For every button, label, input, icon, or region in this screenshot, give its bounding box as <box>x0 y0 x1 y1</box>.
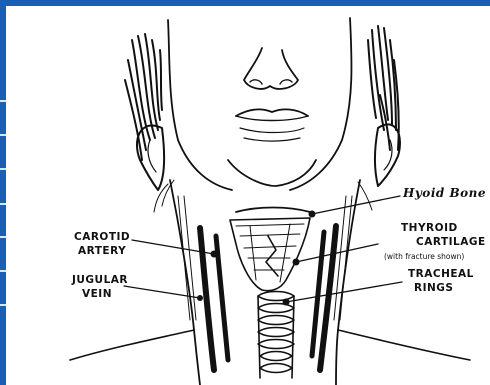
shoulder-right <box>338 330 470 360</box>
pointer-lines <box>124 196 402 302</box>
label-jugular-line2: VEIN <box>82 287 112 302</box>
label-tracheal-line2: RINGS <box>414 281 453 296</box>
label-carotid-line2: ARTERY <box>78 244 126 259</box>
tracheal-rings <box>258 292 294 379</box>
label-hyoid-bone: Hyoid Bone <box>403 186 486 201</box>
label-thyroid-line1: THYROID <box>401 221 458 236</box>
hair-left <box>125 34 162 160</box>
diagram-canvas: Hyoid Bone THYROID CARTILAGE (with fract… <box>6 6 490 385</box>
hyoid-bone <box>236 208 310 213</box>
cheek-right <box>290 18 352 190</box>
thyroid-cartilage <box>230 218 310 291</box>
label-carotid-line1: CAROTID <box>74 230 130 245</box>
carotid-artery-left <box>216 236 228 360</box>
label-jugular-line1: JUGULAR <box>72 273 128 288</box>
neck-right-edge <box>336 180 360 385</box>
mouth <box>236 109 308 116</box>
label-thyroid-line2: CARTILAGE <box>416 235 486 250</box>
label-thyroid-note: (with fracture shown) <box>384 249 464 264</box>
cheek-left <box>168 20 232 190</box>
chin <box>228 160 316 186</box>
nose <box>244 48 298 89</box>
shoulder-left <box>70 330 194 360</box>
pointer-tracheal <box>286 282 402 302</box>
hair-right <box>368 26 399 150</box>
label-tracheal-line1: TRACHEAL <box>408 267 474 282</box>
